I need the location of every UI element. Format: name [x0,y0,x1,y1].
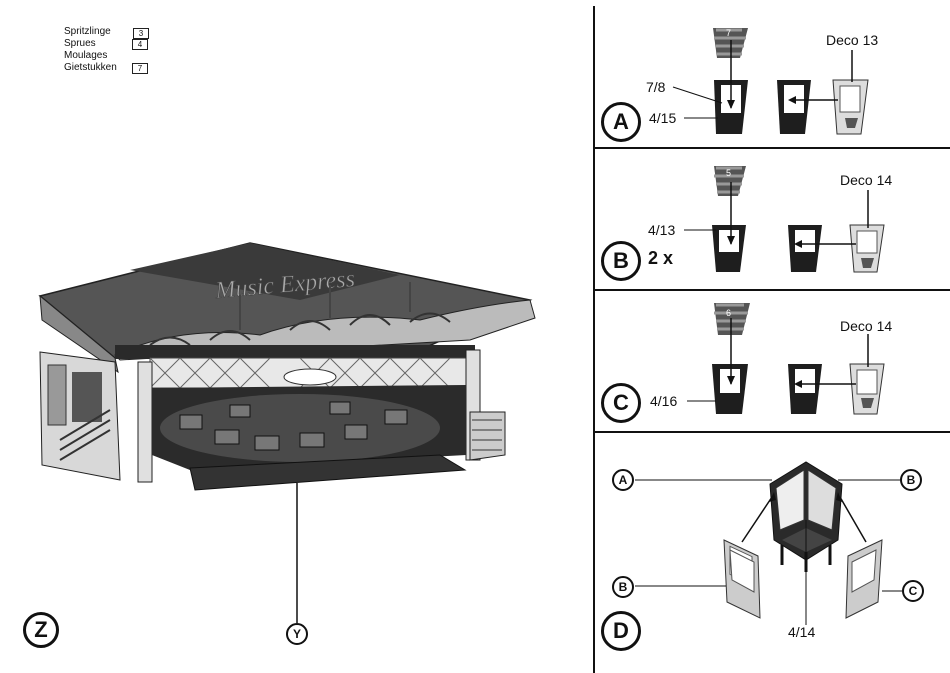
part-label-b1: 4/13 [648,222,675,238]
part-label-a2: 4/15 [649,110,676,126]
step-b-badge: B [601,241,641,281]
step-d-badge: D [601,611,641,651]
part-number-a: 7 [726,28,731,38]
ride-model-illustration: Music Express [40,243,535,490]
part-number-c: 6 [726,308,731,318]
step-c-badge: C [601,383,641,423]
part-number-b: 5 [726,168,731,178]
step-z-badge: Z [23,612,59,648]
ref-c-badge: C [902,580,924,602]
deco-label-c: Deco 14 [840,318,892,334]
deco-label-a: Deco 13 [826,32,878,48]
part-label-a1: 7/8 [646,79,665,95]
deco-label-b: Deco 14 [840,172,892,188]
multiplier-b: 2 x [648,248,673,269]
ref-b-left-badge: B [612,576,634,598]
step-a-badge: A [601,102,641,142]
part-label-d1: 4/14 [788,624,815,640]
panel-d-illustration [635,462,902,625]
ref-b-top-badge: B [900,469,922,491]
pointer-y-badge: Y [286,623,308,645]
ref-a-badge: A [612,469,634,491]
part-label-c1: 4/16 [650,393,677,409]
